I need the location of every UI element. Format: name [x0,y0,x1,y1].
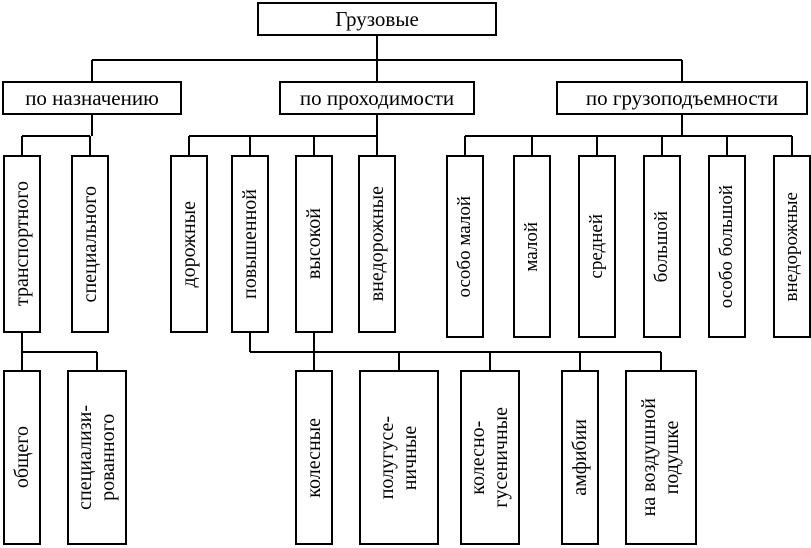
node-large-label: большой [651,210,672,283]
node-wheeled-label: колесные [302,417,325,498]
node-special-label: специального [78,185,101,303]
node-general: общего [3,370,41,545]
node-wheel-track-label: колесно- гусеничные [467,407,512,508]
node-capacity-offroad-label: внедорожные [781,191,802,302]
node-high-label: высокой [302,208,325,280]
node-very-large: особо большой [708,155,746,338]
node-road: дорожные [170,155,208,333]
node-wheel-track: колесно- гусеничные [460,370,520,545]
category-capacity: по грузоподъемности [556,81,808,115]
node-general-label: общего [10,426,33,489]
node-specialized: специализи- рованного [67,370,127,545]
category-purpose: по назначению [2,81,182,115]
node-road-label: дорожные [177,200,200,288]
root-label: Грузовые [335,6,419,31]
category-purpose-label: по назначению [25,85,159,110]
category-passability-label: по проходимости [299,85,455,110]
node-medium-label: средней [586,214,607,279]
node-halftrack: полугусе- ничные [359,370,439,545]
node-large: большой [643,155,681,338]
category-capacity-label: по грузоподъемности [585,85,779,110]
node-transport-label: транспортного [10,181,33,307]
node-very-small-label: особо малой [454,195,475,298]
node-wheeled: колесные [295,370,333,545]
node-amphibian: амфибии [561,370,599,545]
node-high: высокой [295,155,333,333]
root-node: Грузовые [257,2,497,36]
node-increased-label: повышенной [238,189,261,299]
node-very-small: особо малой [446,155,484,338]
node-specialized-label: специализи- рованного [74,405,119,510]
node-special: специального [71,155,109,333]
node-capacity-offroad: внедорожные [773,155,811,338]
node-increased: повышенной [231,155,269,333]
category-passability: по проходимости [279,81,475,115]
node-very-large-label: особо большой [716,184,737,309]
node-small-label: малой [521,221,542,272]
node-aircushion-label: на воздушной подушке [638,398,683,517]
node-transport: транспортного [3,155,41,333]
node-aircushion: на воздушной подушке [625,370,697,545]
node-offroad-label: внедорожные [365,186,388,302]
node-medium: средней [578,155,616,338]
node-offroad: внедорожные [358,155,396,333]
node-amphibian-label: амфибии [568,419,591,496]
node-halftrack-label: полугусе- ничные [376,415,421,500]
node-small: малой [513,155,551,338]
